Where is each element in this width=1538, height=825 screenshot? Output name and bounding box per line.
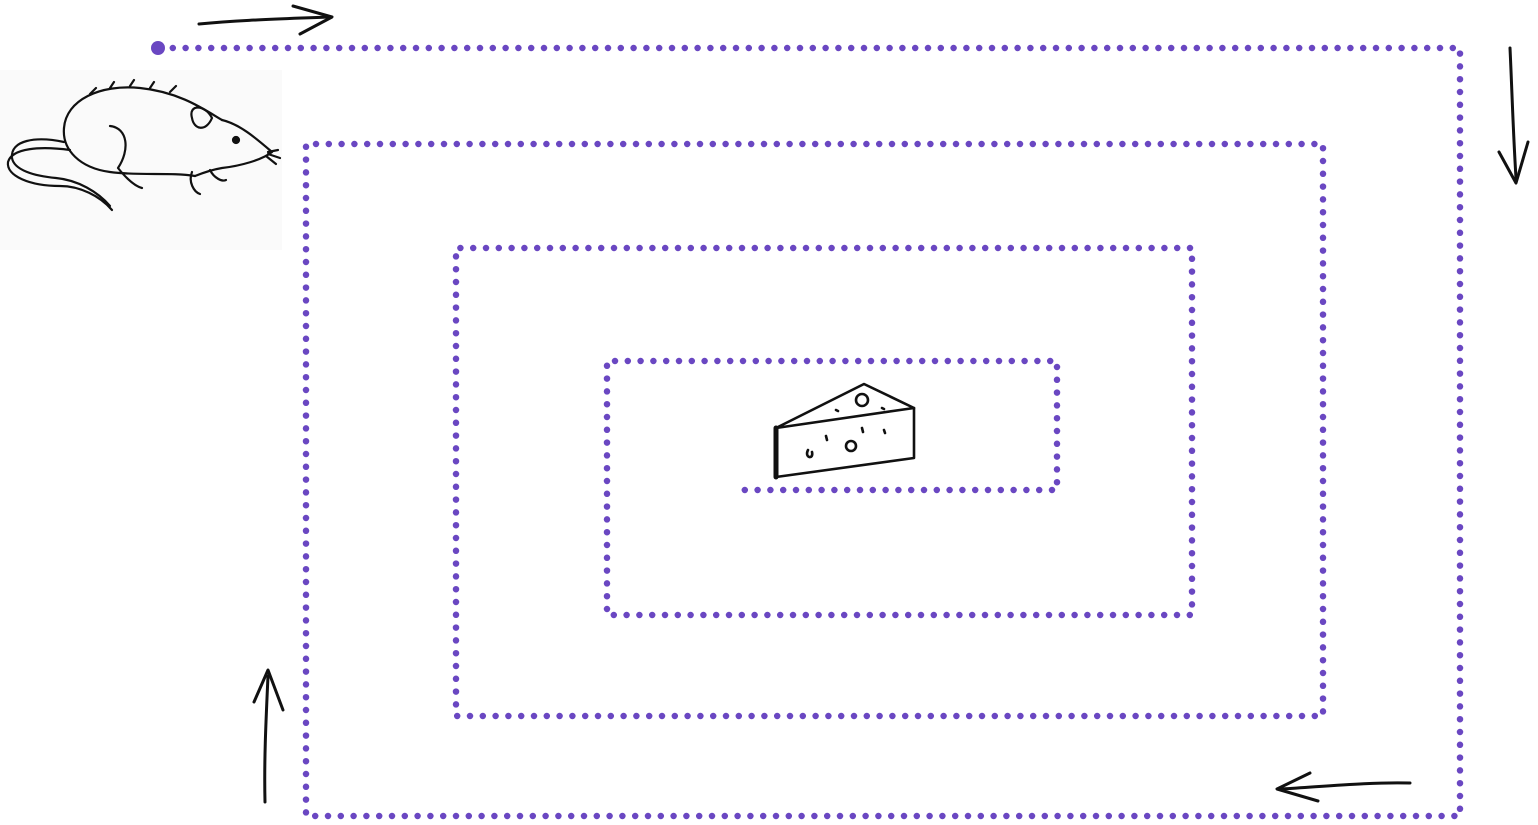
cheese-icon <box>776 384 914 477</box>
arrow-left-icon <box>1277 773 1410 801</box>
arrow-up-icon <box>254 670 283 802</box>
path-start-dot <box>151 41 165 55</box>
spiral-path <box>160 48 1460 816</box>
mouse-icon <box>0 70 282 250</box>
arrow-right-icon <box>199 6 332 34</box>
arrow-down-icon <box>1499 48 1528 183</box>
